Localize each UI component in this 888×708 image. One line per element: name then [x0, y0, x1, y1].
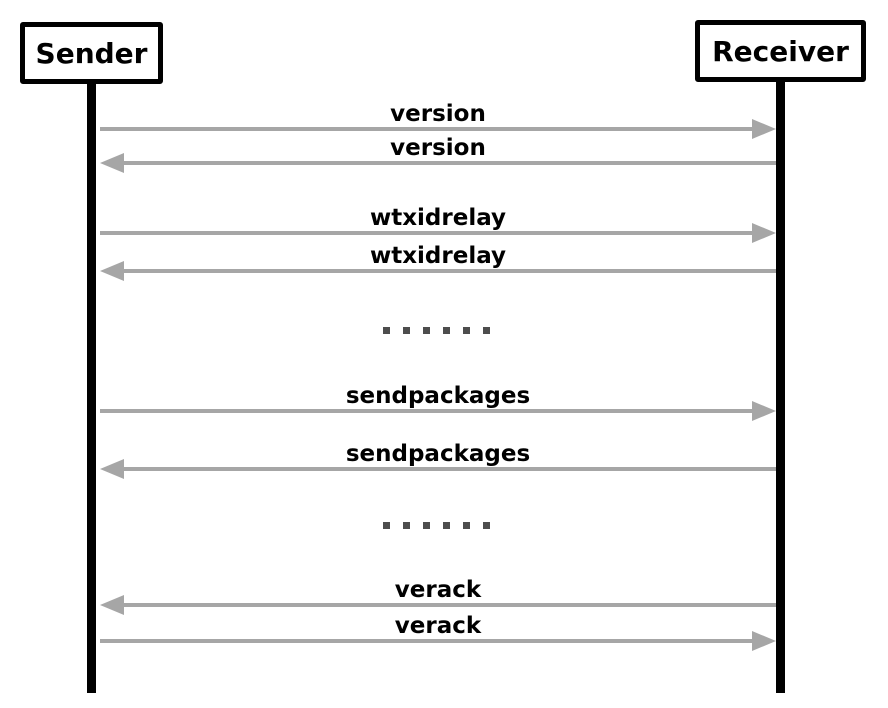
message-version-right: version [100, 103, 776, 139]
ellipsis-dot [423, 522, 430, 529]
message-line [100, 127, 758, 131]
message-label: version [390, 135, 486, 161]
ellipsis-dot [443, 522, 450, 529]
message-line [118, 467, 776, 471]
arrowhead-right-icon [752, 223, 776, 243]
message-label: sendpackages [345, 383, 531, 409]
message-line [118, 603, 776, 607]
message-verack-left: verack [100, 579, 776, 615]
message-wtxidrelay-left: wtxidrelay [100, 245, 776, 281]
message-sendpackages-left: sendpackages [100, 443, 776, 479]
arrowhead-left-icon [100, 261, 124, 281]
actor-label-receiver: Receiver [712, 34, 849, 68]
actor-box-receiver: Receiver [695, 20, 866, 82]
ellipsis [383, 327, 490, 334]
arrowhead-right-icon [752, 401, 776, 421]
actor-label-sender: Sender [35, 36, 148, 70]
ellipsis-dot [403, 327, 410, 334]
message-line [118, 161, 776, 165]
actor-box-sender: Sender [20, 22, 163, 84]
ellipsis-dot [403, 522, 410, 529]
lifeline-receiver [776, 80, 785, 693]
message-label: verack [394, 577, 482, 603]
arrowhead-left-icon [100, 153, 124, 173]
ellipsis-dot [423, 327, 430, 334]
message-verack-right: verack [100, 615, 776, 651]
message-label: version [390, 101, 486, 127]
lifeline-sender [87, 82, 96, 693]
message-line [100, 409, 758, 413]
arrowhead-right-icon [752, 119, 776, 139]
arrowhead-left-icon [100, 595, 124, 615]
ellipsis-dot [483, 522, 490, 529]
ellipsis-dot [383, 327, 390, 334]
message-label: sendpackages [345, 441, 531, 467]
message-version-left: version [100, 137, 776, 173]
ellipsis-dot [463, 522, 470, 529]
message-line [118, 269, 776, 273]
message-line [100, 639, 758, 643]
message-label: wtxidrelay [369, 205, 507, 231]
message-sendpackages-right: sendpackages [100, 385, 776, 421]
ellipsis-dot [443, 327, 450, 334]
ellipsis-dot [483, 327, 490, 334]
message-label: verack [394, 613, 482, 639]
arrowhead-right-icon [752, 631, 776, 651]
message-label: wtxidrelay [369, 243, 507, 269]
message-line [100, 231, 758, 235]
ellipsis-dot [383, 522, 390, 529]
arrowhead-left-icon [100, 459, 124, 479]
ellipsis [383, 522, 490, 529]
ellipsis-dot [463, 327, 470, 334]
message-wtxidrelay-right: wtxidrelay [100, 207, 776, 243]
